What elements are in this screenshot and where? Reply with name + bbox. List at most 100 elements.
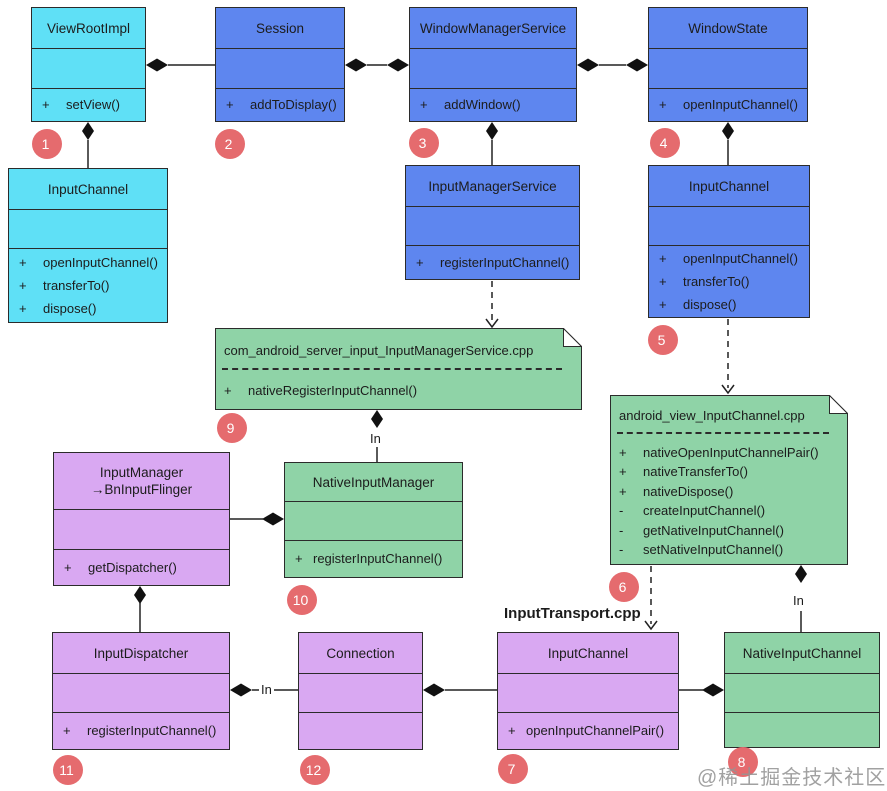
class-title-line1: InputManager [99,465,184,480]
methods-compartment: +setView() [32,89,145,121]
method-item: +addToDisplay() [226,97,337,112]
dependency-lines [491,281,729,624]
step-badge-1: 1 [32,129,62,159]
method-item: +openInputChannel() [19,254,158,270]
class-title: InputDispatcher [53,633,229,674]
methods-compartment: +openInputChannelPair() [498,713,678,749]
note-ims-cpp: com_android_server_input_InputManagerSer… [215,328,582,410]
fields-compartment [725,674,879,713]
methods-compartment: +addWindow() [410,89,576,121]
step-badge-11: 11 [53,755,83,785]
class-session: Session +addToDisplay() [215,7,345,122]
class-title: NativeInputManager [285,463,462,502]
class-inputchannel-app: InputChannel +openInputChannel() +transf… [8,168,168,323]
class-title: NativeInputChannel [725,633,879,674]
in-label-nativeinputmanager: In [368,431,383,446]
methods-compartment: +registerInputChannel() [406,246,579,279]
note-separator [222,368,562,370]
method-item: +transferTo() [19,277,110,293]
class-connection: Connection [298,632,423,750]
method-item: +dispose() [659,296,737,312]
class-title: ViewRootImpl [32,8,145,49]
class-title: WindowManagerService [410,8,576,49]
class-inputchannel-server: InputChannel +openInputChannel() +transf… [648,165,810,318]
method-item: +dispose() [19,300,97,316]
method-item: +registerInputChannel() [295,551,443,566]
class-nativeinputchannel: NativeInputChannel [724,632,880,748]
method-item: +nativeDispose() [619,483,734,499]
class-viewrootimpl: ViewRootImpl +setView() [31,7,146,122]
method-item: +transferTo() [659,273,750,289]
step-badge-7: 7 [498,754,528,784]
class-title: InputChannel [9,169,167,210]
class-inputmanagerservice: InputManagerService +registerInputChanne… [405,165,580,280]
step-badge-3: 3 [409,128,439,158]
step-badge-6: 6 [609,572,639,602]
step-badge-5: 5 [648,325,678,355]
method-item: -getNativeInputChannel() [619,522,784,538]
methods-compartment: +openInputChannel() [649,89,807,121]
step-badge-4: 4 [650,128,680,158]
class-title: InputManager →BnInputFlinger [54,453,229,510]
fields-compartment [406,207,579,246]
step-badge-12: 12 [300,755,330,785]
method-item: +registerInputChannel() [416,254,570,270]
note-title: com_android_server_input_InputManagerSer… [224,343,534,358]
fields-compartment [54,510,229,550]
method-item: +nativeRegisterInputChannel() [224,383,418,398]
fields-compartment [299,674,422,713]
fields-compartment [32,49,145,89]
methods-compartment [299,713,422,749]
note-methods: +nativeOpenInputChannelPair() +nativeTra… [619,443,842,559]
watermark: @稀土掘金技术社区 [697,767,887,789]
fields-compartment [649,207,809,246]
class-windowmanagerservice: WindowManagerService +addWindow() [409,7,577,122]
method-item: +addWindow() [420,97,521,112]
dependency-arrowheads [485,318,735,631]
methods-compartment: +registerInputChannel() [53,713,229,749]
fields-compartment [285,502,462,541]
in-label-dispatcher-connection: In [259,682,274,697]
fields-compartment [9,210,167,249]
note-methods: +nativeRegisterInputChannel() [224,381,576,400]
class-inputmanager: InputManager →BnInputFlinger +getDispatc… [53,452,230,586]
methods-compartment: +registerInputChannel() [285,541,462,577]
fields-compartment [216,49,344,89]
note-separator [617,432,829,434]
aggregation-diamonds [82,58,807,697]
methods-compartment: +openInputChannel() +transferTo() +dispo… [649,246,809,317]
method-item: +openInputChannelPair() [508,723,665,738]
method-item: +nativeTransferTo() [619,464,748,480]
step-badge-2: 2 [215,129,245,159]
note-inputchannel-cpp: android_view_InputChannel.cpp +nativeOpe… [610,395,848,565]
method-item: -createInputChannel() [619,503,766,519]
class-title: WindowState [649,8,807,49]
class-title: InputManagerService [406,166,579,207]
step-badge-9: 9 [217,413,247,443]
class-title: Session [216,8,344,49]
methods-compartment [725,713,879,747]
method-item: +getDispatcher() [64,559,177,575]
methods-compartment: +getDispatcher() [54,550,229,585]
methods-compartment: +openInputChannel() +transferTo() +dispo… [9,249,167,322]
inputtransport-file-label: InputTransport.cpp [504,605,641,622]
method-item: +nativeOpenInputChannelPair() [619,445,819,460]
class-inputchannel-native: InputChannel +openInputChannelPair() [497,632,679,750]
class-inputdispatcher: InputDispatcher +registerInputChannel() [52,632,230,750]
note-title: android_view_InputChannel.cpp [619,408,805,423]
in-label-nativeinputchannel: In [791,593,806,608]
step-badge-8: 8 [728,747,758,777]
association-lines [87,64,802,691]
class-nativeinputmanager: NativeInputManager +registerInputChannel… [284,462,463,578]
note-shape [610,395,848,565]
class-title: Connection [299,633,422,674]
class-title-line2: →BnInputFlinger [90,482,193,497]
fields-compartment [498,674,678,713]
fields-compartment [649,49,807,89]
class-windowstate: WindowState +openInputChannel() [648,7,808,122]
method-item: +registerInputChannel() [63,723,217,738]
fields-compartment [53,674,229,713]
step-badge-10: 10 [287,585,317,615]
method-item: +setView() [42,97,120,112]
fields-compartment [410,49,576,89]
